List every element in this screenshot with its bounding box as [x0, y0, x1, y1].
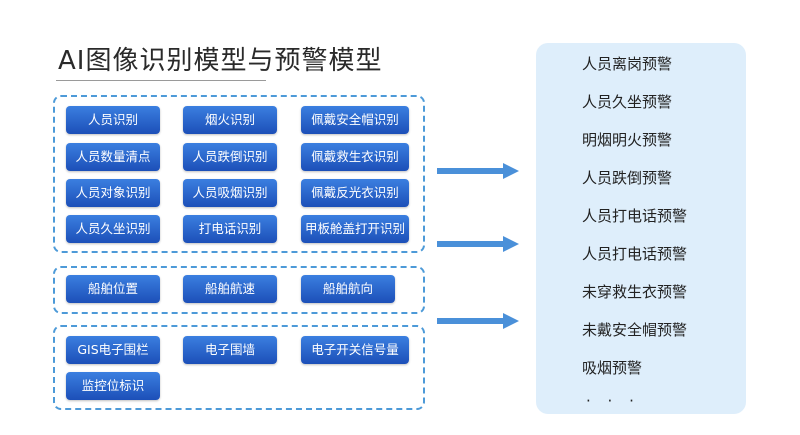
more-ellipsis: · · ·	[586, 392, 640, 410]
chip-person-object-recognition: 人员对象识别	[66, 179, 160, 207]
chip-reflective-vest-recognition: 佩戴反光衣识别	[301, 179, 409, 207]
chip-monitor-position-mark: 监控位标识	[66, 372, 160, 400]
arrow-right-icon	[437, 163, 519, 179]
arrow-right-icon	[437, 313, 519, 329]
chip-gis-fence: GIS电子围栏	[66, 336, 160, 364]
diagram-title: AI图像识别模型与预警模型	[58, 46, 383, 76]
chip-hatch-open-recognition: 甲板舱盖打开识别	[301, 215, 409, 243]
warning-item: 人员打电话预警	[582, 245, 688, 263]
chip-electronic-wall: 电子围墙	[183, 336, 277, 364]
arrow-right-icon	[437, 236, 519, 252]
chip-person-recognition: 人员识别	[66, 106, 160, 134]
warning-item: 人员离岗预警	[582, 55, 673, 73]
chip-lifejacket-recognition: 佩戴救生衣识别	[301, 143, 409, 171]
warning-item: 未戴安全帽预警	[582, 321, 688, 339]
group-ship-navigation	[53, 266, 425, 314]
warning-model-panel	[536, 43, 746, 414]
chip-fall-recognition: 人员跌倒识别	[183, 143, 277, 171]
warning-item: 吸烟预警	[582, 359, 643, 377]
chip-ship-speed: 船舶航速	[183, 275, 277, 303]
group-image-recognition	[53, 95, 425, 253]
warning-item: 未穿救生衣预警	[582, 283, 688, 301]
chip-helmet-recognition: 佩戴安全帽识别	[301, 106, 409, 134]
warning-item: 人员跌倒预警	[582, 169, 673, 187]
chip-ship-heading: 船舶航向	[301, 275, 395, 303]
chip-smoke-fire-recognition: 烟火识别	[183, 106, 277, 134]
chip-person-count: 人员数量清点	[66, 143, 160, 171]
warning-item: 人员久坐预警	[582, 93, 673, 111]
chip-switch-signal: 电子开关信号量	[301, 336, 409, 364]
warning-item: 明烟明火预警	[582, 131, 673, 149]
group-electronic-fence	[53, 325, 425, 410]
warning-item: 人员打电话预警	[582, 207, 688, 225]
chip-smoking-recognition: 人员吸烟识别	[183, 179, 277, 207]
chip-phone-call-recognition: 打电话识别	[183, 215, 277, 243]
chip-ship-position: 船舶位置	[66, 275, 160, 303]
chip-prolonged-sitting-recognition: 人员久坐识别	[66, 215, 160, 243]
title-underline	[56, 80, 266, 81]
